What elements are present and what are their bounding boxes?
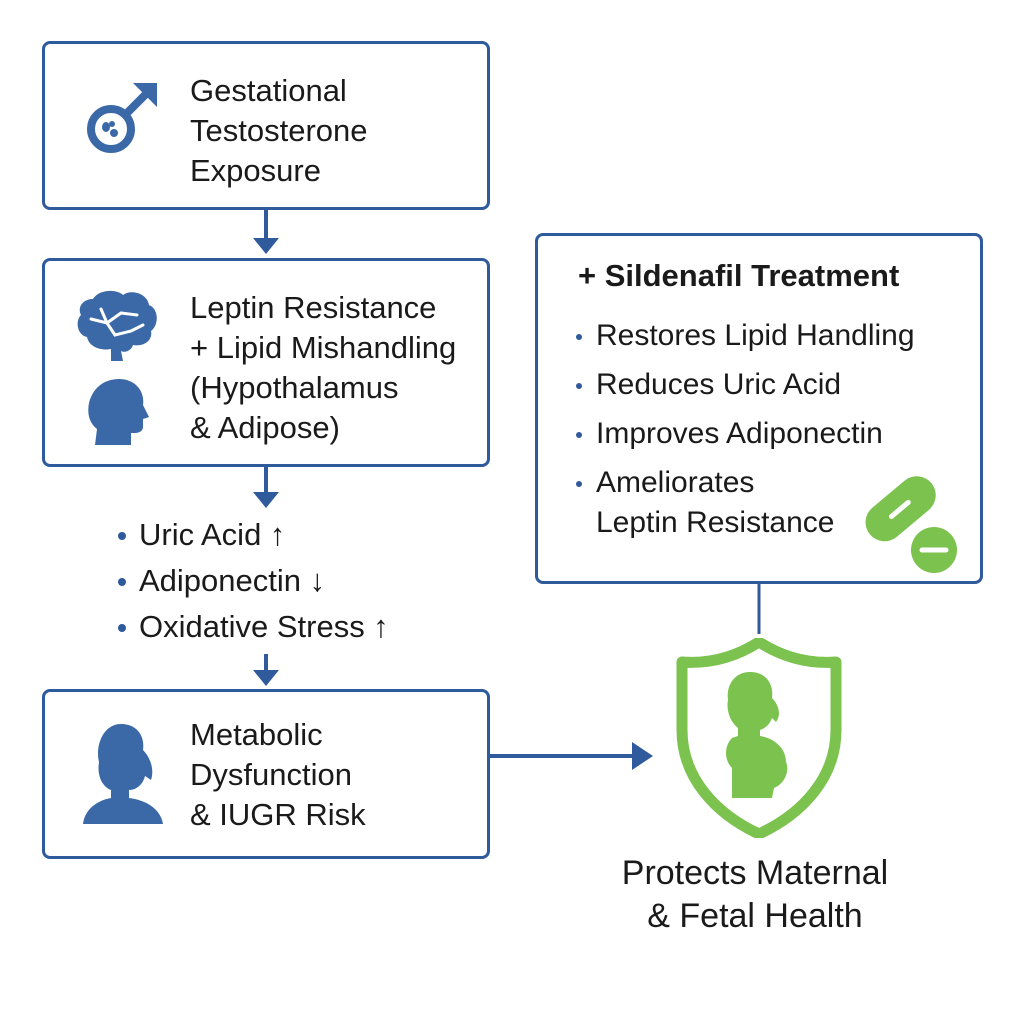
treatment-item: Improves Adiponectin bbox=[576, 414, 915, 454]
exposure-box: Gestational Testosterone Exposure bbox=[42, 41, 490, 210]
resistance-line-4: & Adipose) bbox=[190, 410, 340, 445]
effect-oxidative-stress: Oxidative Stress ↑ bbox=[114, 604, 389, 650]
outcome-label: Protects Maternal & Fetal Health bbox=[560, 852, 950, 938]
dysfunction-label: Metabolic Dysfunction & IUGR Risk bbox=[190, 715, 366, 835]
effect-uric-acid: Uric Acid ↑ bbox=[114, 512, 389, 558]
exposure-label: Gestational Testosterone Exposure bbox=[190, 71, 368, 191]
dysfunction-line-1: Metabolic bbox=[190, 717, 323, 752]
resistance-line-3: (Hypothalamus bbox=[190, 370, 399, 405]
dysfunction-box: Metabolic Dysfunction & IUGR Risk bbox=[42, 689, 490, 859]
brain-icon bbox=[77, 290, 157, 361]
male-symbol-icon bbox=[87, 83, 157, 153]
shield-pregnant-woman-icon bbox=[676, 638, 842, 838]
arrow-effects-to-dysfunction bbox=[253, 654, 279, 686]
outcome-line-1: Protects Maternal bbox=[621, 854, 889, 892]
effect-adiponectin: Adiponectin ↓ bbox=[114, 558, 389, 604]
resistance-line-2: + Lipid Mishandling bbox=[190, 330, 457, 365]
arrow-resistance-to-effects bbox=[253, 467, 279, 508]
pill-icon bbox=[865, 476, 957, 573]
dysfunction-line-3: & IUGR Risk bbox=[190, 797, 366, 832]
exposure-line-3: Exposure bbox=[190, 153, 321, 188]
exposure-line-1: Gestational bbox=[190, 73, 347, 108]
resistance-label: Leptin Resistance + Lipid Mishandling (H… bbox=[190, 288, 456, 448]
exposure-line-2: Testosterone bbox=[190, 113, 368, 148]
head-profile-icon bbox=[88, 379, 149, 445]
treatment-list: Restores Lipid Handling Reduces Uric Aci… bbox=[576, 316, 915, 552]
treatment-item-line-2: Leptin Resistance bbox=[596, 506, 835, 539]
treatment-item: Reduces Uric Acid bbox=[576, 365, 915, 405]
outcome-line-2: & Fetal Health bbox=[647, 897, 863, 935]
arrow-dysfunction-to-outcome bbox=[490, 742, 653, 770]
treatment-title: + Sildenafil Treatment bbox=[578, 258, 900, 293]
woman-profile-icon bbox=[83, 724, 163, 824]
dysfunction-line-2: Dysfunction bbox=[190, 757, 352, 792]
arrow-exposure-to-resistance bbox=[253, 210, 279, 254]
treatment-item-line-1: Ameliorates bbox=[596, 466, 755, 499]
resistance-box: Leptin Resistance + Lipid Mishandling (H… bbox=[42, 258, 490, 467]
treatment-item-leptin: Ameliorates Leptin Resistance bbox=[576, 463, 915, 543]
effects-list: Uric Acid ↑ Adiponectin ↓ Oxidative Stre… bbox=[114, 512, 389, 650]
resistance-line-1: Leptin Resistance bbox=[190, 290, 437, 325]
treatment-item: Restores Lipid Handling bbox=[576, 316, 915, 356]
